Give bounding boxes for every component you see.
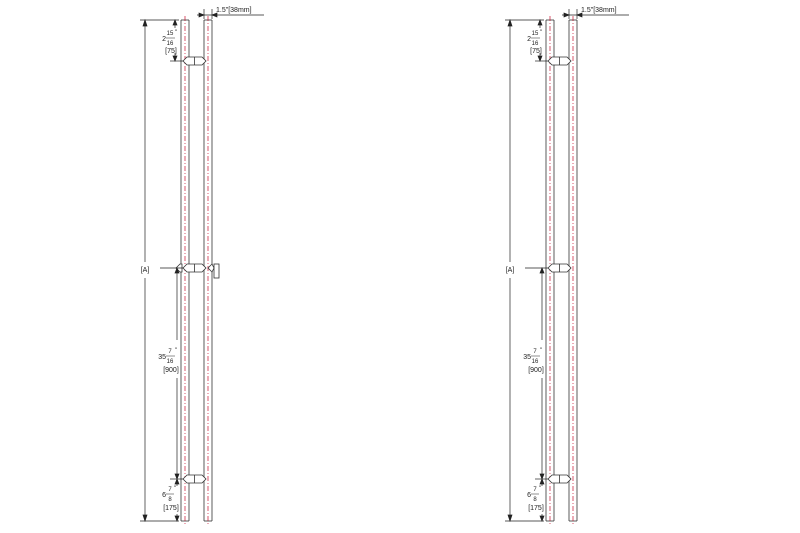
- left-view: [A] 2 15 " 16 [75] 35 7: [140, 7, 264, 525]
- svg-text:[175]: [175]: [528, 505, 544, 512]
- mid-spacing-label: 35 7 " 16 [900]: [158, 348, 179, 374]
- standoff-mount-middle: [547, 263, 572, 273]
- svg-text:7: 7: [168, 349, 172, 355]
- svg-text:[175]: [175]: [163, 505, 179, 512]
- svg-text:[900]: [900]: [528, 367, 544, 374]
- svg-text:8: 8: [533, 497, 537, 503]
- mid-spacing-label: 35 7 " 16 [900]: [523, 348, 544, 374]
- svg-text:8: 8: [168, 497, 172, 503]
- svg-text:": ": [540, 348, 542, 354]
- svg-text:16: 16: [167, 41, 174, 47]
- svg-text:": ": [175, 30, 177, 36]
- svg-text:7: 7: [533, 487, 537, 493]
- svg-text:": ": [174, 486, 176, 492]
- standoff-mount-bottom: [182, 474, 207, 484]
- bottom-offset-dimension: [539, 478, 545, 522]
- svg-text:15: 15: [532, 31, 539, 37]
- right-view: [A] 2 15 " 16 [75] 35 7 ": [505, 7, 629, 525]
- overall-length-label: [A]: [141, 267, 150, 274]
- standoff-mount-top: [182, 56, 207, 66]
- top-offset-label: 2 15 " 16 [75]: [527, 30, 542, 55]
- svg-text:16: 16: [167, 359, 174, 365]
- overall-length-label: [A]: [506, 267, 515, 274]
- svg-text:7: 7: [533, 349, 537, 355]
- svg-text:7: 7: [168, 487, 172, 493]
- svg-text:16: 16: [532, 41, 539, 47]
- svg-text:2: 2: [162, 36, 166, 43]
- svg-text:6: 6: [162, 492, 166, 499]
- standoff-mount-bottom: [547, 474, 572, 484]
- width-dimension: [562, 9, 629, 19]
- standoff-mount-middle: [175, 263, 220, 279]
- svg-text:": ": [539, 486, 541, 492]
- svg-text:": ": [540, 30, 542, 36]
- bottom-offset-label: 6 7 " 8 [175]: [527, 486, 544, 512]
- svg-text:15: 15: [167, 31, 174, 37]
- svg-text:": ": [175, 348, 177, 354]
- svg-text:35: 35: [523, 354, 531, 361]
- mid-spacing-dimension: [525, 267, 548, 480]
- bottom-offset-dimension: [174, 478, 180, 522]
- bottom-offset-label: 6 7 " 8 [175]: [162, 486, 179, 512]
- svg-text:16: 16: [532, 359, 539, 365]
- svg-text:35: 35: [158, 354, 166, 361]
- top-offset-dimension: [170, 19, 183, 62]
- mid-spacing-dimension: [160, 267, 183, 480]
- top-offset-dimension: [535, 19, 548, 62]
- svg-text:6: 6: [527, 492, 531, 499]
- svg-text:2: 2: [527, 36, 531, 43]
- top-offset-label: 2 15 " 16 [75]: [162, 30, 177, 55]
- width-label: 1.5"[38mm]: [216, 7, 252, 14]
- svg-text:[75]: [75]: [165, 48, 177, 55]
- width-dimension: [197, 9, 264, 19]
- svg-text:[75]: [75]: [530, 48, 542, 55]
- width-label: 1.5"[38mm]: [581, 7, 617, 14]
- svg-text:[900]: [900]: [163, 367, 179, 374]
- standoff-mount-top: [547, 56, 572, 66]
- overall-dimension-line: [140, 18, 179, 523]
- overall-dimension-line: [505, 18, 544, 523]
